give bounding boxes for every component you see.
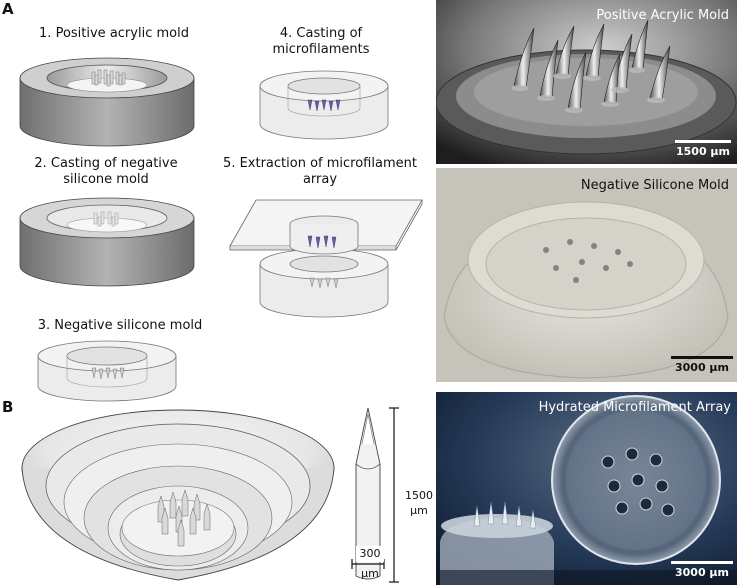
- panel-b-mold-rendering: [21, 409, 335, 581]
- height-dimension-value: 1500: [405, 489, 433, 502]
- photo-c-title: Positive Acrylic Mold: [596, 8, 729, 23]
- photo-d-scale-line: [671, 356, 733, 359]
- step-1-label: 1. Positive acrylic mold: [39, 26, 189, 41]
- casting-negative-silicone-diagram: [19, 197, 195, 287]
- single-microfilament-diagram: [351, 407, 399, 583]
- photo-c-scale-bar: 1500 µm: [675, 140, 731, 158]
- positive-acrylic-mold-diagram: [19, 57, 195, 147]
- photo-e-scale-line: [671, 561, 733, 564]
- height-dimension-unit: µm: [410, 504, 428, 517]
- panel-letter-a: A: [2, 0, 14, 18]
- negative-silicone-mold-diagram: [37, 340, 177, 402]
- photo-negative-silicone-mold: Negative Silicone Mold 3000 µm: [436, 168, 737, 382]
- photo-e-title: Hydrated Microfilament Array: [538, 400, 731, 415]
- photo-d-scale-label: 3000 µm: [674, 361, 729, 374]
- photo-e-scale-label: 3000 µm: [674, 566, 729, 579]
- photo-d-scale-bar: 3000 µm: [671, 356, 733, 374]
- photo-d-title: Negative Silicone Mold: [580, 178, 729, 193]
- casting-microfilaments-diagram: [259, 70, 389, 140]
- photo-c-scale-line: [675, 140, 731, 143]
- width-dimension-value: 300: [356, 546, 384, 562]
- step-4-label: 4. Casting of microfilaments: [272, 26, 370, 57]
- photo-d-illustration: [436, 168, 737, 382]
- photo-e-scale-bar: 3000 µm: [671, 561, 733, 579]
- step-5-label: 5. Extraction of microfilament array: [223, 156, 417, 187]
- step-3-label: 3. Negative silicone mold: [37, 318, 203, 333]
- width-dimension-unit: µm: [361, 567, 379, 580]
- panel-letter-b: B: [2, 398, 14, 416]
- photo-c-scale-label: 1500 µm: [675, 145, 730, 158]
- step-2-label: 2. Casting of negative silicone mold: [34, 156, 178, 187]
- photo-positive-acrylic-mold: Positive Acrylic Mold 1500 µm: [436, 0, 737, 164]
- photo-e-illustration: [436, 392, 737, 585]
- photo-hydrated-microfilament-array: Hydrated Microfilament Array 3000 µm: [436, 392, 737, 585]
- photo-c-illustration: [436, 0, 737, 164]
- extraction-microfilament-array-diagram: [229, 199, 423, 318]
